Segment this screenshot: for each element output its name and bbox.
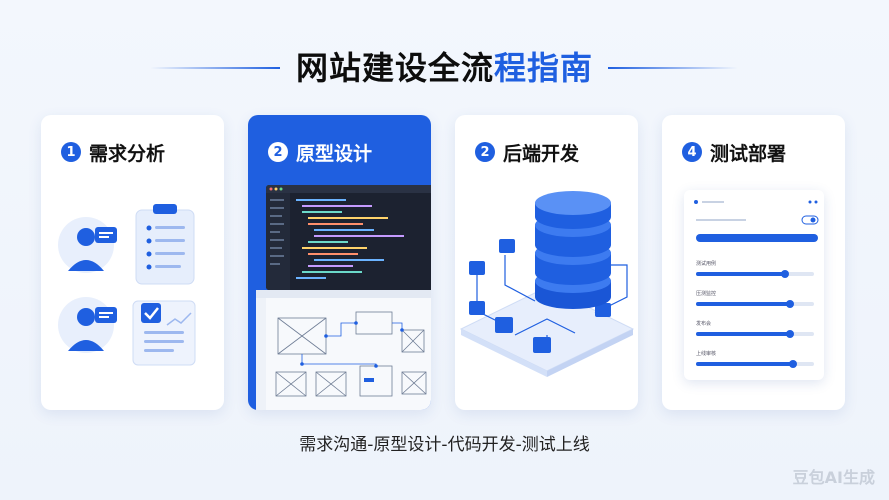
test-row-label: 发布会 bbox=[696, 321, 712, 327]
wireframe-graphic bbox=[256, 290, 431, 410]
test-progress-track[interactable] bbox=[696, 360, 814, 368]
test-progress-fill bbox=[696, 362, 793, 366]
test-progress-knob[interactable] bbox=[780, 270, 789, 278]
title-divider-left bbox=[150, 67, 280, 69]
step-number-badge: 1 bbox=[61, 142, 81, 162]
process-summary: 需求沟通-原型设计-代码开发-测试上线 bbox=[299, 435, 590, 455]
code-editor-mock bbox=[266, 185, 431, 290]
test-progress-track[interactable] bbox=[696, 300, 814, 308]
card-requirements-analysis[interactable]: 1 需求分析 bbox=[41, 115, 224, 410]
page-title: 网站建设全流程指南 bbox=[295, 49, 594, 87]
card-prototype-design[interactable]: 2 原型设计 bbox=[248, 115, 431, 410]
test-row-label: 压测监控 bbox=[696, 291, 717, 297]
card-title: 需求分析 bbox=[89, 142, 166, 165]
server-database-illustration bbox=[459, 191, 635, 377]
dashboard-header-graphic bbox=[694, 200, 819, 242]
test-row-label: 测试用例 bbox=[696, 261, 717, 267]
card-header: 2 原型设计 bbox=[268, 139, 372, 165]
test-progress-knob[interactable] bbox=[786, 300, 795, 308]
title-divider-right bbox=[608, 67, 738, 69]
test-progress-fill bbox=[696, 302, 791, 306]
card-header: 2 后端开发 bbox=[475, 139, 579, 165]
card-header: 1 需求分析 bbox=[61, 139, 165, 165]
requirements-illustration bbox=[58, 204, 196, 366]
test-progress-knob[interactable] bbox=[786, 330, 795, 338]
wireframe-mock bbox=[256, 290, 431, 410]
test-progress-fill bbox=[696, 332, 791, 336]
test-progress-knob[interactable] bbox=[788, 360, 797, 368]
ai-generated-watermark: 豆包AI生成 bbox=[792, 468, 875, 487]
test-row-label: 上线审核 bbox=[696, 351, 717, 357]
checklist-document-icon bbox=[132, 300, 196, 366]
card-title: 原型设计 bbox=[296, 142, 373, 165]
card-backend-development[interactable]: 2 后端开发 bbox=[455, 115, 638, 410]
title-bar: 网站建设全流程指南 bbox=[0, 46, 889, 90]
person-icon bbox=[58, 217, 117, 273]
card-test-deployment[interactable]: 4 测试部署 测试用例压测监控发布会上线审核 bbox=[662, 115, 845, 410]
person-icon bbox=[58, 297, 117, 353]
test-dashboard-mock: 测试用例压测监控发布会上线审核 bbox=[684, 190, 824, 380]
test-progress-fill bbox=[696, 272, 785, 276]
step-number-badge: 2 bbox=[268, 142, 288, 162]
test-progress-track[interactable] bbox=[696, 270, 814, 278]
clipboard-icon bbox=[135, 204, 195, 285]
card-title: 后端开发 bbox=[503, 142, 580, 165]
card-header: 4 测试部署 bbox=[682, 139, 786, 165]
card-title: 测试部署 bbox=[710, 142, 787, 165]
step-number-badge: 2 bbox=[475, 142, 495, 162]
step-number-badge: 4 bbox=[682, 142, 702, 162]
code-lines-graphic bbox=[266, 185, 431, 290]
test-progress-track[interactable] bbox=[696, 330, 814, 338]
network-node-icon bbox=[469, 239, 611, 353]
database-icon bbox=[535, 191, 611, 309]
